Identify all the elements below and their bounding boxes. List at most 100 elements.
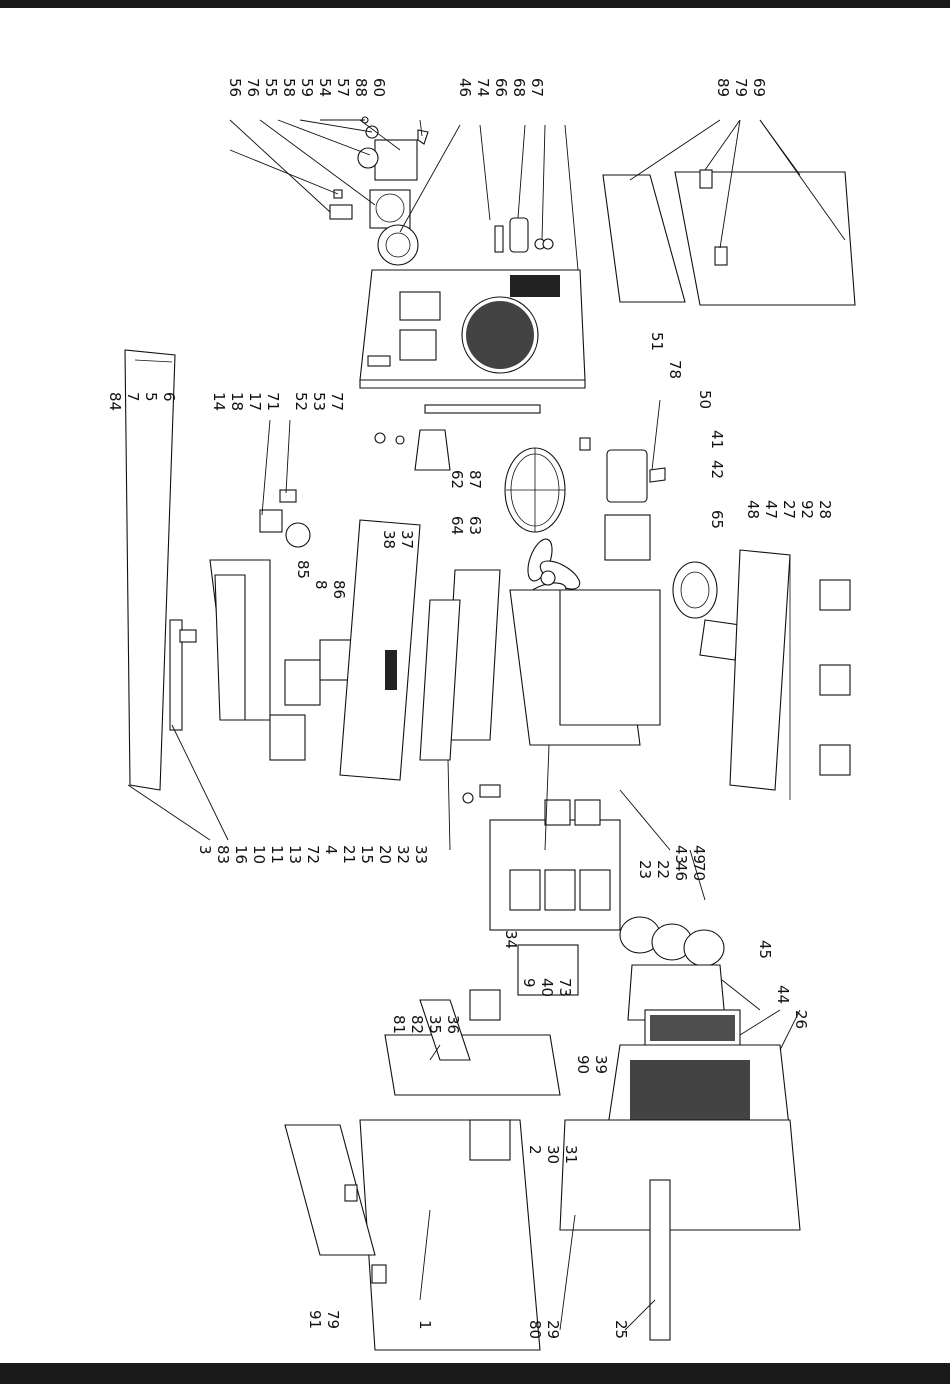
callout-20: 20 [376, 845, 394, 864]
callout-52: 52 [292, 392, 310, 411]
callout-73: 73 [556, 978, 574, 997]
top-cover-3 [125, 350, 175, 790]
callout-54: 54 [316, 78, 334, 97]
callout-26: 26 [792, 1010, 810, 1029]
callout-38: 38 [380, 530, 398, 549]
callout-7: 7 [124, 392, 142, 402]
callout-39: 39 [592, 1055, 610, 1074]
back-panel-67 [360, 270, 585, 388]
callout-9: 9 [520, 978, 538, 988]
relay-16 [180, 630, 196, 642]
callout-57: 57 [334, 78, 352, 97]
callout-64: 64 [448, 516, 466, 535]
tube-parts-74-66-68 [495, 218, 553, 252]
callout-68: 68 [510, 78, 528, 97]
callout-72: 72 [304, 845, 322, 864]
callout-70: 70 [690, 862, 708, 881]
callout-74: 74 [474, 78, 492, 97]
callout-67: 67 [528, 78, 546, 97]
callout-40: 40 [538, 978, 556, 997]
callout-1: 1 [416, 1320, 434, 1330]
callout-79-right: 79 [732, 78, 750, 97]
side-panel-69 [675, 170, 855, 305]
callout-11: 11 [268, 845, 286, 864]
filter-box-50 [580, 438, 665, 560]
callout-86: 86 [330, 580, 348, 599]
callout-51: 51 [648, 332, 666, 351]
callout-3: 3 [196, 845, 214, 855]
callout-82: 82 [408, 1015, 426, 1034]
callout-10: 10 [250, 845, 268, 864]
callout-56: 56 [226, 78, 244, 97]
callout-41: 41 [708, 430, 726, 449]
transformer-32-33 [463, 785, 500, 803]
terminal-strip-87 [425, 405, 540, 413]
callout-76: 76 [244, 78, 262, 97]
callout-6: 6 [160, 392, 178, 402]
callout-55: 55 [262, 78, 280, 97]
callout-44: 44 [774, 985, 792, 1004]
bottom-border-bar [0, 1363, 950, 1384]
callout-2: 2 [526, 1145, 544, 1155]
base-plate-15 [340, 520, 420, 780]
callout-79-left: 79 [324, 1310, 342, 1329]
callout-80: 80 [526, 1320, 544, 1339]
callout-30: 30 [544, 1145, 562, 1164]
callout-13: 13 [286, 845, 304, 864]
motor-48 [673, 562, 740, 660]
callout-84: 84 [106, 392, 124, 411]
callout-47: 47 [762, 500, 780, 519]
duct-20-21 [420, 570, 500, 760]
callout-83: 83 [214, 845, 232, 864]
callout-89: 89 [714, 78, 732, 97]
callout-23: 23 [636, 860, 654, 879]
callout-22: 22 [654, 860, 672, 879]
callout-8: 8 [312, 580, 330, 590]
callout-37: 37 [398, 530, 416, 549]
callout-14: 14 [210, 392, 228, 411]
callout-29: 29 [544, 1320, 562, 1339]
callout-92: 92 [798, 500, 816, 519]
callout-48: 48 [744, 500, 762, 519]
callout-34: 34 [502, 930, 520, 949]
callout-25: 25 [612, 1320, 630, 1339]
callout-90: 90 [574, 1055, 592, 1074]
callout-15: 15 [358, 845, 376, 864]
callout-91: 91 [306, 1310, 324, 1329]
callout-21: 21 [340, 845, 358, 864]
callout-5: 5 [142, 392, 160, 402]
feet-28 [820, 580, 850, 775]
callout-36: 36 [444, 1015, 462, 1034]
motor-parts-stack [330, 117, 428, 265]
callout-4: 4 [322, 845, 340, 855]
callout-42: 42 [708, 460, 726, 479]
front-frame-80 [560, 1120, 800, 1340]
callout-58: 58 [280, 78, 298, 97]
callout-71: 71 [264, 392, 282, 411]
callout-50: 50 [696, 390, 714, 409]
callout-35: 35 [426, 1015, 444, 1034]
callout-46-top: 46 [456, 78, 474, 97]
callout-78: 78 [666, 360, 684, 379]
rail-25 [650, 1180, 670, 1340]
side-panel-1 [360, 1120, 540, 1350]
control-board-62 [375, 430, 450, 470]
side-panel-49 [510, 590, 660, 745]
callout-17: 17 [246, 392, 264, 411]
callout-60: 60 [370, 78, 388, 97]
callout-69: 69 [750, 78, 768, 97]
base-pan-27 [730, 550, 790, 800]
callout-66: 66 [492, 78, 510, 97]
callout-31: 31 [562, 1145, 580, 1164]
callout-18: 18 [228, 392, 246, 411]
callout-77: 77 [328, 392, 346, 411]
side-panel-89 [603, 175, 685, 302]
callout-46-bottom: 46 [672, 862, 690, 881]
callout-65: 65 [708, 510, 726, 529]
callout-62: 62 [448, 470, 466, 489]
callout-28: 28 [816, 500, 834, 519]
fans-46 [620, 917, 724, 966]
callout-33: 33 [412, 845, 430, 864]
cover-2 [470, 1120, 510, 1160]
